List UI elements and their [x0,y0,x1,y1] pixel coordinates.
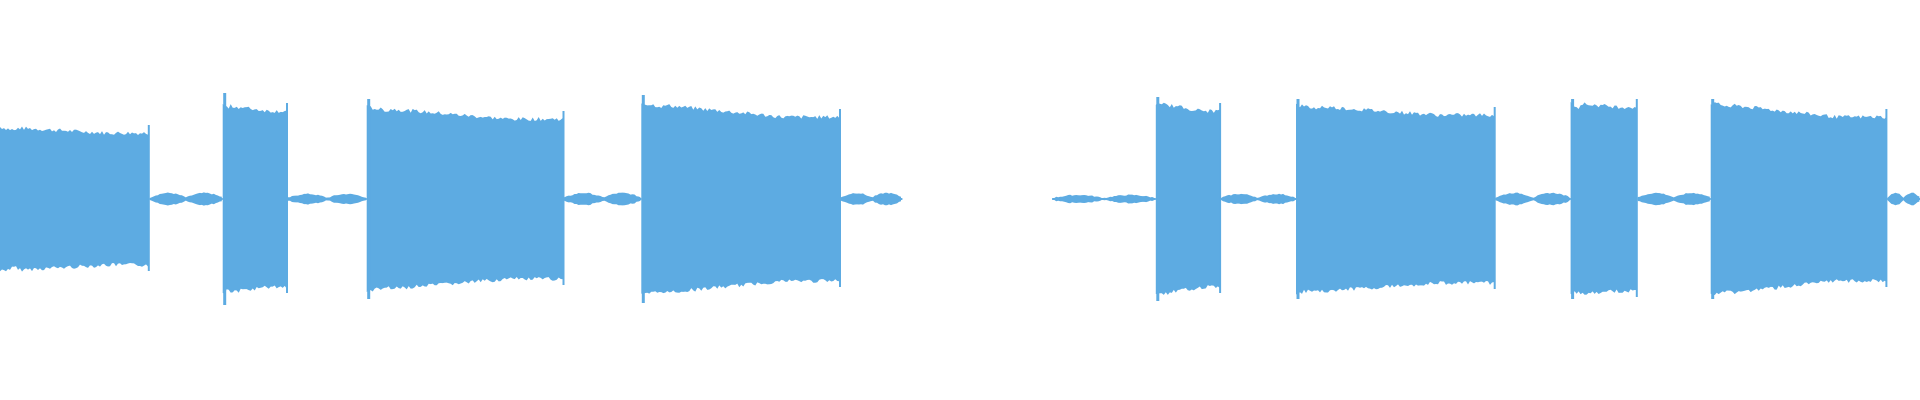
waveform-tone-burst [0,126,148,272]
waveform-tone-burst [1710,102,1887,296]
waveform-tone-burst [222,103,287,294]
waveform-tone-burst [1155,102,1220,295]
waveform-tone-burst [1570,101,1637,296]
waveform-tone-burst [1296,103,1494,295]
waveform-segments [0,93,1920,305]
waveform-tone-burst [366,105,563,292]
waveform-tone-burst [641,103,840,294]
